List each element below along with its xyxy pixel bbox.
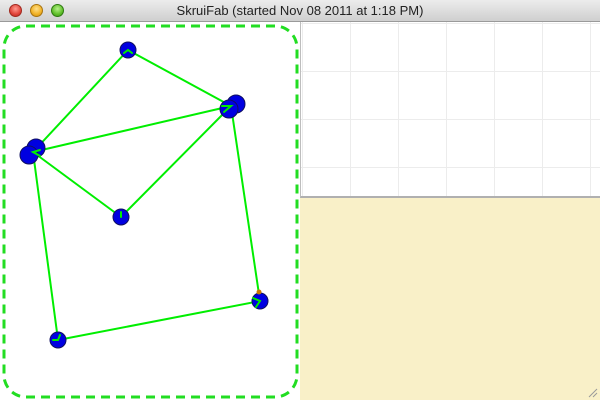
graph-node[interactable] <box>19 145 39 165</box>
inspector-panel <box>300 198 600 400</box>
graph-edge[interactable] <box>230 105 261 302</box>
edge-arrow <box>52 334 61 341</box>
window-title: SkruiFab (started Nov 08 2011 at 1:18 PM… <box>176 3 424 18</box>
minimize-window-button[interactable] <box>30 4 43 17</box>
node-marker <box>256 289 262 295</box>
title-bar[interactable]: SkruiFab (started Nov 08 2011 at 1:18 PM… <box>0 0 600 22</box>
graph-edge[interactable] <box>32 151 59 341</box>
graph-edge[interactable] <box>32 105 232 153</box>
graph-edge[interactable] <box>120 105 232 218</box>
grid-view-panel[interactable] <box>300 22 600 198</box>
graph-edge[interactable] <box>57 300 261 341</box>
graph-edge[interactable] <box>32 151 122 218</box>
edge-arrow <box>123 48 133 54</box>
selection-boundary <box>2 24 299 399</box>
graph-edge[interactable] <box>127 49 232 107</box>
edge-arrow <box>252 297 262 308</box>
close-window-button[interactable] <box>9 4 22 17</box>
graph-svg[interactable] <box>0 22 300 400</box>
edge-arrow <box>221 105 234 113</box>
resize-grip-icon[interactable] <box>586 386 598 398</box>
graph-canvas[interactable] <box>0 22 300 400</box>
edge-arrow <box>30 149 41 157</box>
graph-edge[interactable] <box>32 49 129 153</box>
zoom-window-button[interactable] <box>51 4 64 17</box>
